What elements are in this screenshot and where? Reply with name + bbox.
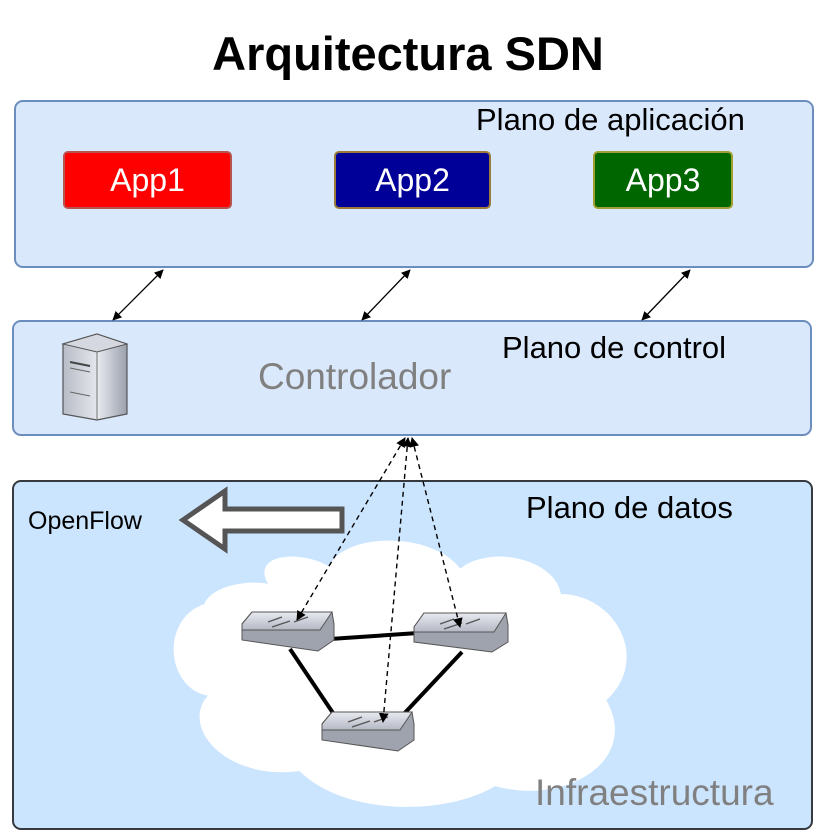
openflow-links — [296, 437, 463, 723]
cloud-icon — [173, 540, 627, 807]
app1-box[interactable]: App1 — [63, 151, 232, 209]
infrastructure-label: Infraestructura — [535, 772, 774, 813]
link-controller-switch-bottom — [378, 437, 413, 723]
openflow-label: OpenFlow — [28, 507, 142, 535]
arrow-left-icon — [178, 486, 345, 554]
server-icon — [61, 333, 129, 421]
application-plane-label: Plano de aplicación — [476, 102, 745, 137]
arrow-app3-control — [641, 269, 691, 321]
diagram-title: Arquitectura SDN — [212, 27, 604, 80]
data-plane-label: Plano de datos — [526, 490, 733, 525]
app2-box[interactable]: App2 — [334, 151, 491, 209]
control-plane-label: Plano de control — [502, 330, 727, 365]
arrow-app2-control — [361, 269, 411, 321]
link-controller-switch-right — [409, 437, 463, 628]
app-control-arrows — [112, 269, 691, 321]
app3-box[interactable]: App3 — [593, 151, 733, 209]
controller-label: Controlador — [258, 356, 452, 397]
control-plane — [12, 320, 812, 436]
arrow-app1-control — [112, 269, 164, 321]
